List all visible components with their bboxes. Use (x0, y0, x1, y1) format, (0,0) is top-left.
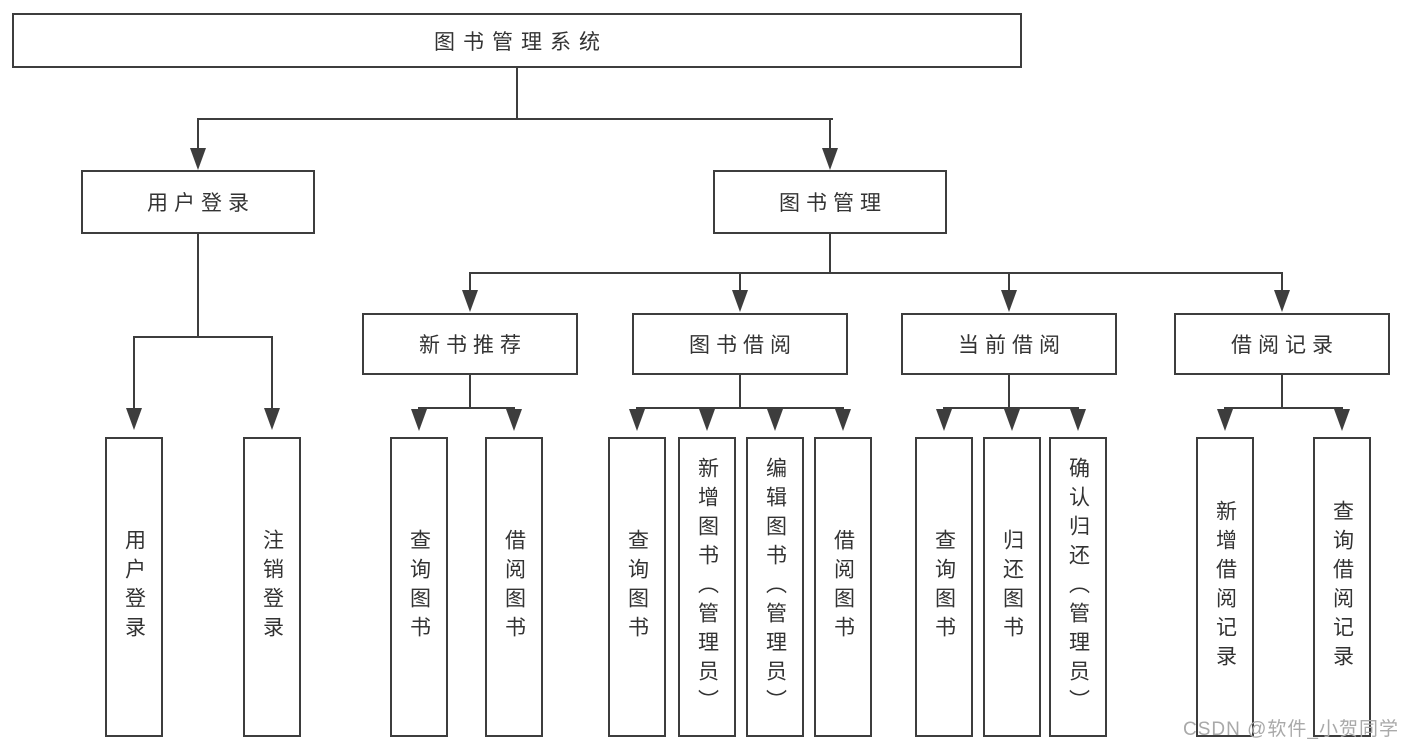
connector-line (469, 272, 471, 292)
node-root: 图书管理系统 (12, 13, 1022, 68)
leaf-logout-label: 注销登录 (260, 529, 284, 645)
leaf-add-borrow-record-label: 新增借阅记录 (1213, 500, 1237, 674)
arrow-down-icon (462, 290, 478, 312)
leaf-query-borrow-record-label: 查询借阅记录 (1330, 500, 1354, 674)
connector-line (197, 118, 833, 120)
leaf-return-books-label: 归还图书 (1000, 529, 1024, 645)
leaf-query-borrow-record: 查询借阅记录 (1313, 437, 1371, 737)
connector-line (418, 407, 515, 409)
connector-line (739, 272, 741, 292)
node-user-login-label: 用户登录 (147, 192, 255, 215)
node-user-login: 用户登录 (81, 170, 315, 234)
arrow-down-icon (1070, 409, 1086, 431)
arrow-down-icon (1334, 409, 1350, 431)
connector-line (469, 375, 471, 407)
leaf-user-login-label: 用户登录 (122, 529, 146, 645)
arrow-down-icon (190, 148, 206, 170)
arrow-down-icon (506, 409, 522, 431)
node-book-management-label: 图书管理 (779, 192, 887, 215)
node-book-borrow: 图书借阅 (632, 313, 848, 375)
csdn-watermark: CSDN @软件_小贺同学 (1183, 719, 1399, 740)
arrow-down-icon (1274, 290, 1290, 312)
leaf-query-books-current-label: 查询图书 (932, 529, 956, 645)
connector-line (271, 336, 273, 410)
connector-line (1281, 272, 1283, 292)
leaf-borrow-books-newbook-label: 借阅图书 (502, 529, 526, 645)
leaf-query-books-newbook: 查询图书 (390, 437, 448, 737)
arrow-down-icon (822, 148, 838, 170)
node-current-borrow: 当前借阅 (901, 313, 1117, 375)
arrow-down-icon (1001, 290, 1017, 312)
leaf-confirm-return-admin: 确认归还（管理员） (1049, 437, 1107, 737)
node-borrow-records-label: 借阅记录 (1231, 334, 1339, 357)
arrow-down-icon (767, 409, 783, 431)
connector-line (636, 407, 844, 409)
node-new-book-recommend: 新书推荐 (362, 313, 578, 375)
node-new-book-recommend-label: 新书推荐 (419, 334, 527, 357)
arrow-down-icon (699, 409, 715, 431)
leaf-confirm-return-admin-label: 确认归还（管理员） (1066, 456, 1090, 718)
connector-line (516, 68, 518, 118)
arrow-down-icon (1217, 409, 1233, 431)
leaf-add-borrow-record: 新增借阅记录 (1196, 437, 1254, 737)
leaf-query-books-borrow: 查询图书 (608, 437, 666, 737)
arrow-down-icon (835, 409, 851, 431)
leaf-add-books-admin-label: 新增图书（管理员） (695, 456, 719, 718)
leaf-borrow-books-newbook: 借阅图书 (485, 437, 543, 737)
leaf-borrow-books-borrow-label: 借阅图书 (831, 529, 855, 645)
node-book-borrow-label: 图书借阅 (689, 334, 797, 357)
connector-line (739, 375, 741, 407)
connector-line (1281, 375, 1283, 407)
arrow-down-icon (732, 290, 748, 312)
arrow-down-icon (1004, 409, 1020, 431)
connector-line (133, 336, 135, 410)
node-root-label: 图书管理系统 (434, 30, 608, 54)
leaf-edit-books-admin: 编辑图书（管理员） (746, 437, 804, 737)
node-current-borrow-label: 当前借阅 (958, 334, 1066, 357)
leaf-user-login: 用户登录 (105, 437, 163, 737)
leaf-query-books-current: 查询图书 (915, 437, 973, 737)
leaf-borrow-books-borrow: 借阅图书 (814, 437, 872, 737)
connector-line (829, 234, 831, 272)
arrow-down-icon (126, 408, 142, 430)
connector-line (133, 336, 273, 338)
node-borrow-records: 借阅记录 (1174, 313, 1390, 375)
connector-line (1008, 272, 1010, 292)
arrow-down-icon (629, 409, 645, 431)
node-book-management: 图书管理 (713, 170, 947, 234)
arrow-down-icon (411, 409, 427, 431)
leaf-add-books-admin: 新增图书（管理员） (678, 437, 736, 737)
leaf-logout: 注销登录 (243, 437, 301, 737)
connector-line (197, 118, 199, 150)
connector-line (1008, 375, 1010, 407)
connector-line (469, 272, 1283, 274)
arrow-down-icon (264, 408, 280, 430)
connector-line (1224, 407, 1343, 409)
arrow-down-icon (936, 409, 952, 431)
leaf-return-books: 归还图书 (983, 437, 1041, 737)
leaf-query-books-newbook-label: 查询图书 (407, 529, 431, 645)
connector-line (197, 234, 199, 336)
leaf-edit-books-admin-label: 编辑图书（管理员） (763, 456, 787, 718)
connector-line (829, 118, 831, 150)
leaf-query-books-borrow-label: 查询图书 (625, 529, 649, 645)
